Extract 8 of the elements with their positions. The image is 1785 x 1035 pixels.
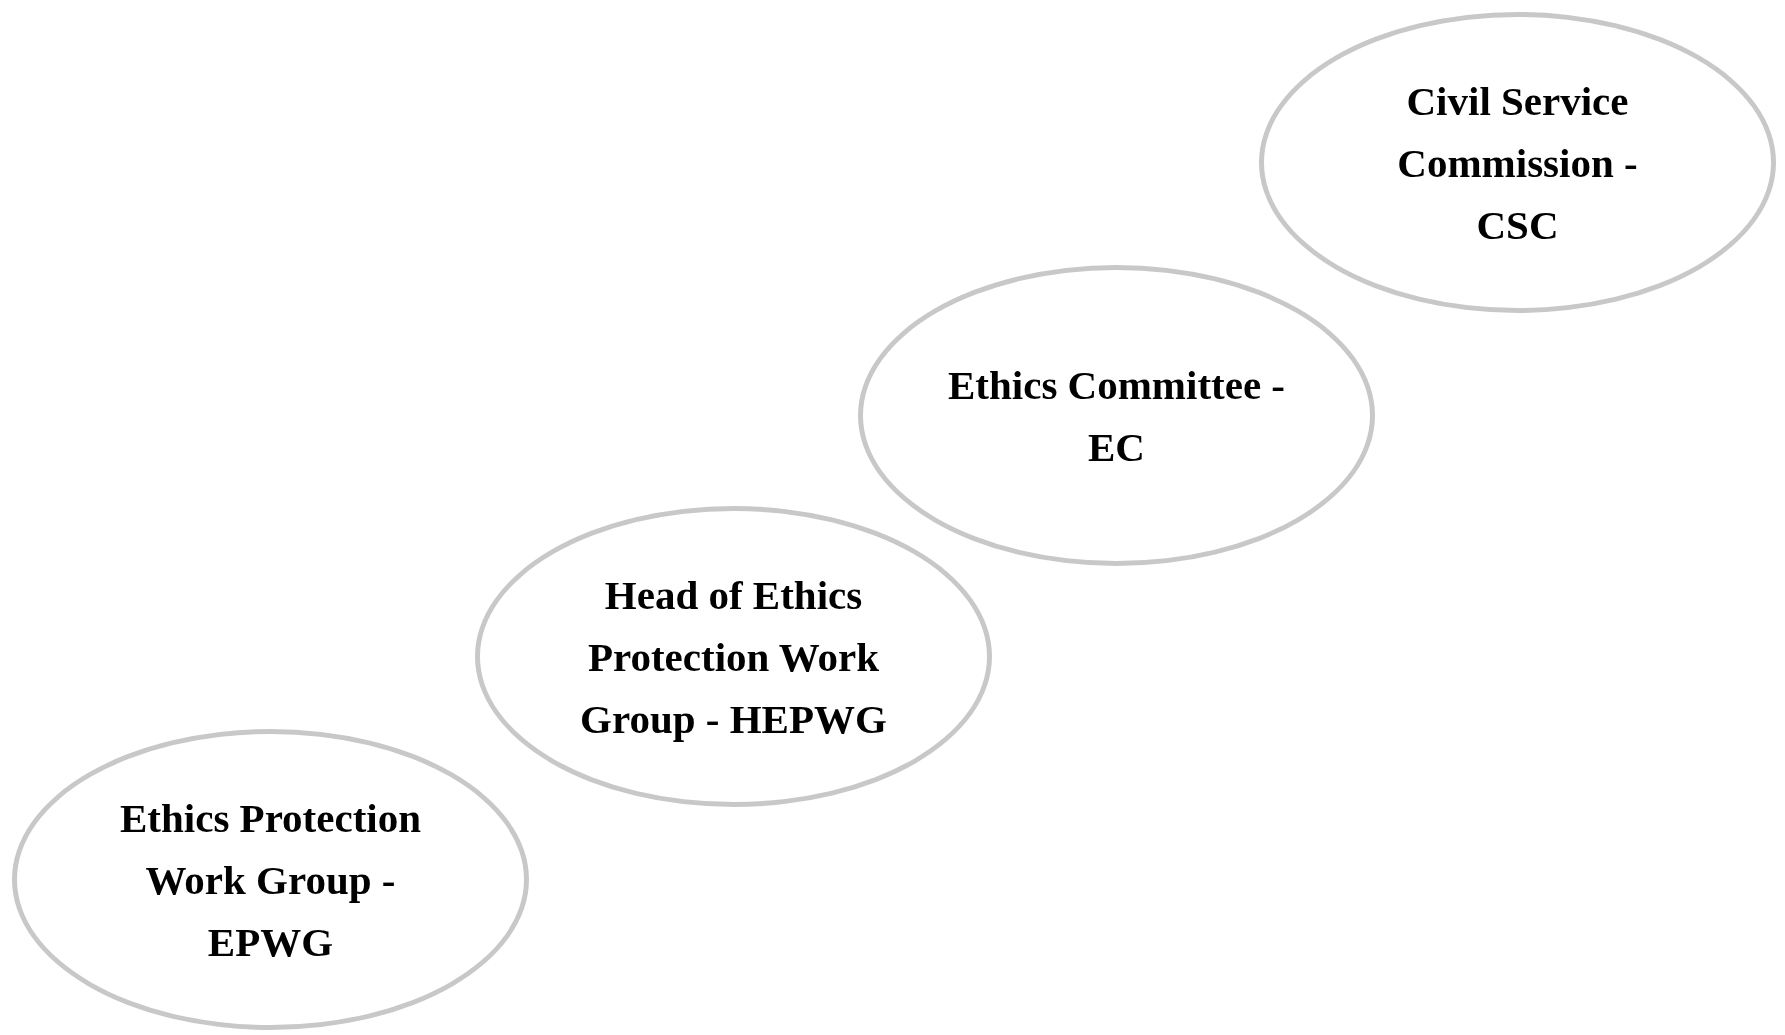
node-label: Ethics Committee - EC — [947, 360, 1286, 472]
ellipse-node — [1259, 12, 1776, 313]
ellipse-node — [475, 506, 992, 807]
node-label: Ethics Protection Work Group - EPWG — [119, 793, 422, 967]
ellipse-node — [858, 265, 1375, 566]
ellipse-node — [12, 729, 529, 1030]
node-label: Civil Service Commission - CSC — [1396, 76, 1639, 250]
node-label: Head of Ethics Protection Work Group - HEPWG — [579, 570, 888, 744]
